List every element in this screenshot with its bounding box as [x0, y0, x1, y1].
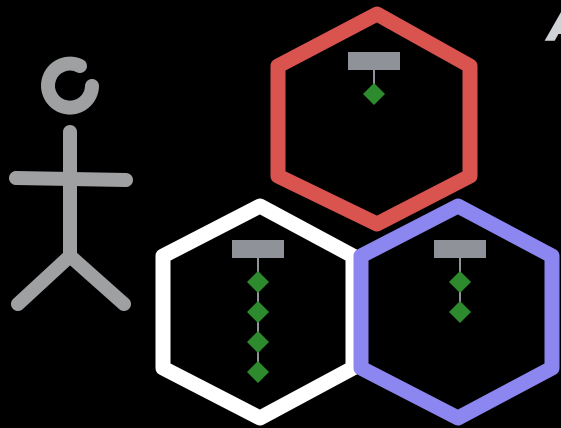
bar-icon	[348, 52, 400, 70]
actor-head	[48, 64, 92, 108]
diamond-icon	[247, 331, 269, 353]
stick-figure-icon	[16, 64, 126, 304]
diamond-icon	[247, 271, 269, 293]
stack-bottom-left	[232, 240, 284, 383]
diamond-icon	[449, 301, 471, 323]
actor-right-leg	[70, 256, 124, 304]
stack-bottom-right	[434, 240, 486, 323]
stack-top	[348, 52, 400, 105]
actor-left-leg	[18, 256, 70, 304]
hexagon-top	[278, 14, 470, 224]
diamond-icon	[449, 271, 471, 293]
actor-arms	[16, 178, 126, 180]
bar-icon	[232, 240, 284, 258]
corner-text: A	[548, 0, 561, 54]
diamond-icon	[247, 361, 269, 383]
bar-icon	[434, 240, 486, 258]
diamond-icon	[247, 301, 269, 323]
diamond-icon	[363, 83, 385, 105]
